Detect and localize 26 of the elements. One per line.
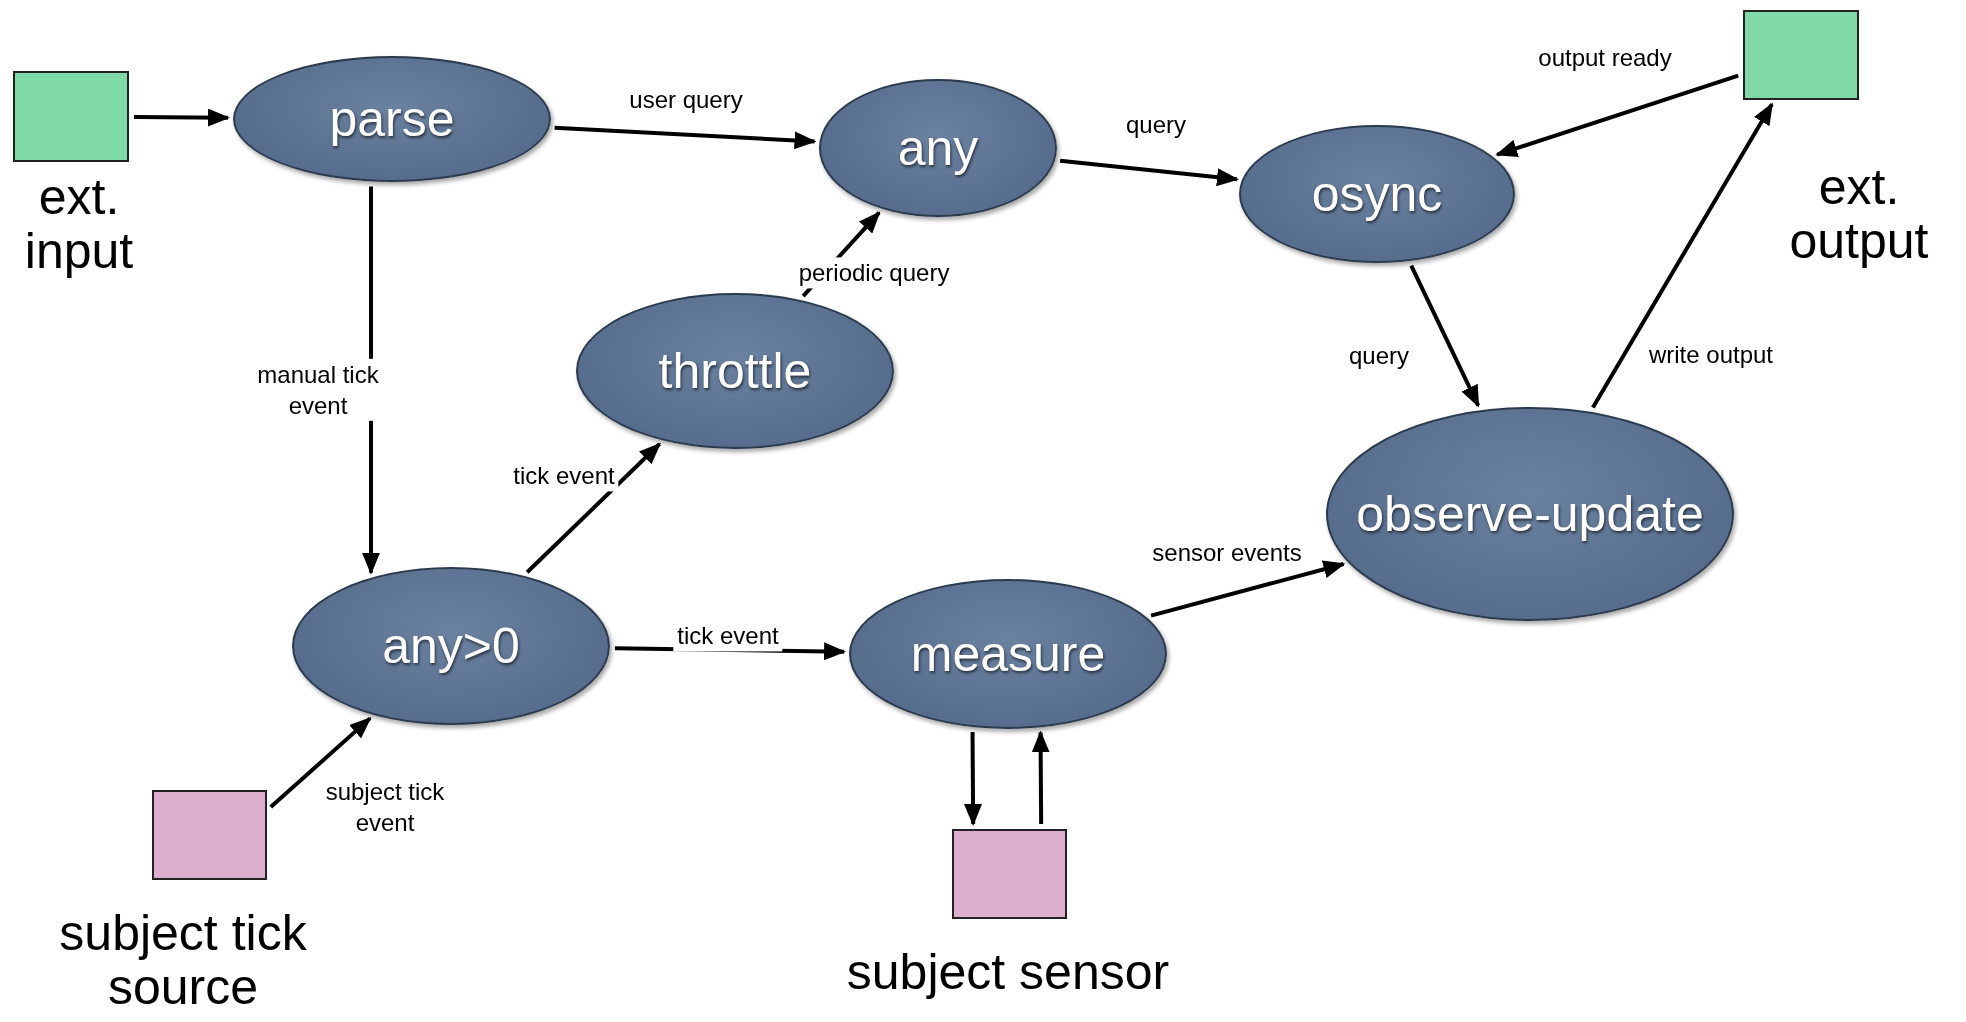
node-caption: subject tick source [58, 906, 308, 1014]
node-label: observe-update [1356, 486, 1704, 542]
terminal-square [13, 71, 129, 162]
arrow [1409, 264, 1481, 408]
node-label: measure [910, 626, 1106, 682]
terminal-square [952, 829, 1067, 919]
arrow [964, 732, 982, 826]
node-label: any>0 [382, 618, 520, 674]
node-label: any [897, 120, 979, 176]
arrow [1495, 73, 1739, 157]
node-caption: subject sensor [845, 945, 1171, 999]
terminal-square [152, 790, 267, 880]
node-caption: ext. output [1788, 160, 1930, 268]
arrow [554, 125, 817, 150]
arrow [1031, 730, 1050, 824]
arrow [1150, 560, 1346, 618]
terminal-square [1743, 10, 1859, 100]
node-label: osync [1311, 166, 1443, 222]
node-caption: ext. input [23, 170, 135, 278]
node-label: parse [329, 91, 455, 147]
arrow [269, 716, 372, 809]
arrow [1591, 102, 1774, 409]
arrow [134, 108, 231, 127]
node-label: throttle [658, 343, 812, 399]
arrow [525, 442, 661, 574]
arrow [1059, 158, 1239, 187]
